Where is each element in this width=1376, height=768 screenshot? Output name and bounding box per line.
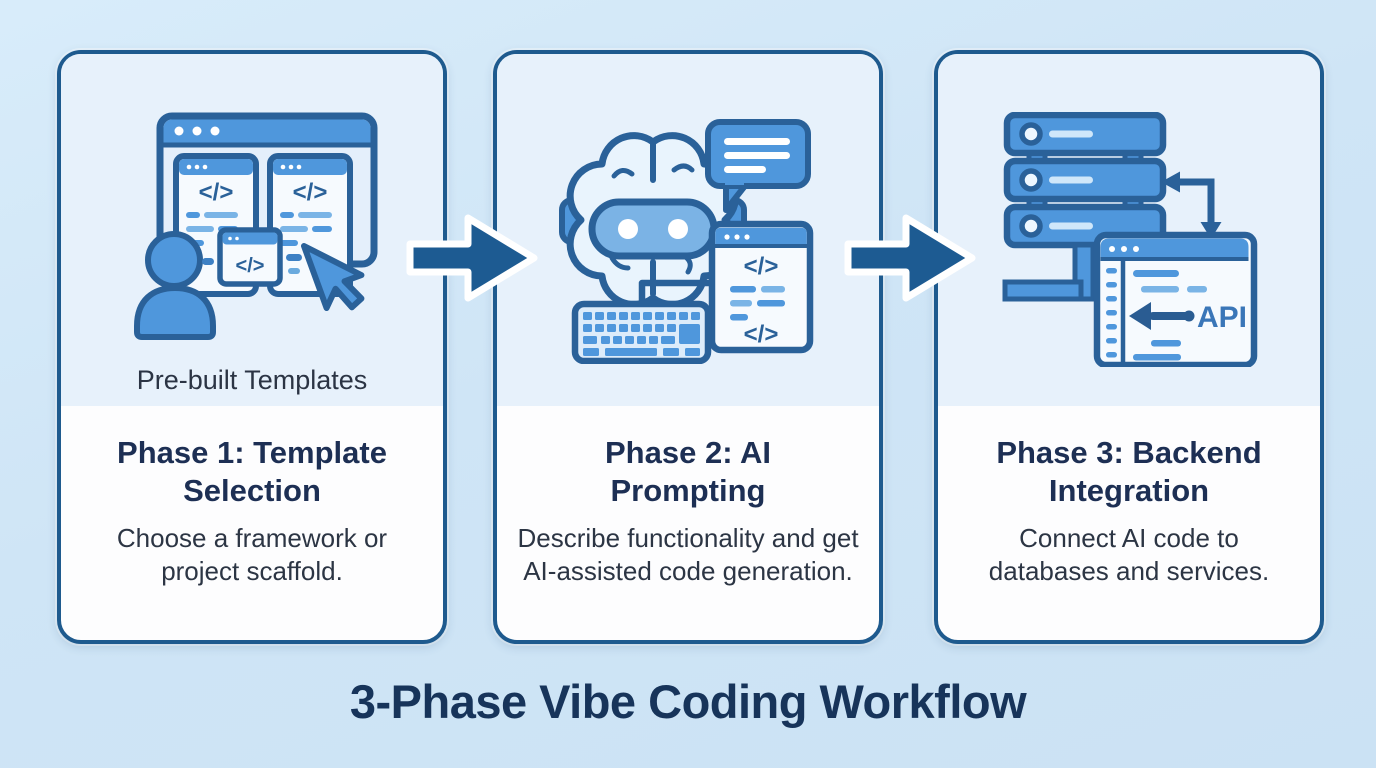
server-row bbox=[1003, 112, 1167, 157]
server-row bbox=[1003, 157, 1167, 203]
arrow-right-icon bbox=[844, 214, 976, 302]
api-window-icon: API bbox=[1093, 231, 1258, 367]
ai-prompting-icon: </> </> bbox=[559, 119, 814, 364]
server-stack-icon bbox=[1003, 112, 1167, 249]
keyboard-icon bbox=[571, 300, 712, 364]
phase-1-text-area: Phase 1: Template Selection Choose a fra… bbox=[61, 406, 443, 590]
code-glyph: </> bbox=[236, 255, 265, 277]
keyboard-keys bbox=[583, 312, 700, 356]
phase-1-caption: Pre-built Templates bbox=[136, 365, 368, 395]
chat-bubble-icon bbox=[705, 119, 811, 213]
phase-1-description: Choose a framework or project scaffold. bbox=[116, 522, 388, 587]
phase-3-text-area: Phase 3: Backend Integration Connect AI … bbox=[938, 406, 1320, 590]
phase-1-icon-area: </> </> bbox=[61, 54, 443, 406]
phase-2-text-area: Phase 2: AI Prompting Describe functiona… bbox=[497, 406, 879, 590]
code-lines bbox=[280, 212, 332, 246]
network-pipe-icon bbox=[1002, 242, 1096, 302]
sync-arrow-icon bbox=[1161, 171, 1222, 239]
user-icon bbox=[134, 231, 216, 340]
connector-dashes bbox=[202, 254, 302, 274]
code-window-icon: </> </> bbox=[708, 220, 814, 354]
phase-3-heading: Phase 3: Backend Integration bbox=[996, 435, 1262, 508]
mini-code-window-icon: </> bbox=[217, 227, 283, 287]
arrow-right-icon bbox=[406, 214, 538, 302]
cursor-icon bbox=[301, 243, 365, 312]
phase-3-description: Connect AI code to databases and service… bbox=[988, 522, 1270, 587]
phase-card-3: API Phase 3: Backend Integration Connect… bbox=[934, 50, 1324, 644]
backend-integration-icon: API bbox=[1002, 112, 1258, 367]
api-label: API bbox=[1197, 301, 1247, 334]
phase-2-description: Describe functionality and get AI-assist… bbox=[517, 522, 859, 587]
code-glyph: </> bbox=[744, 321, 779, 348]
phase-2-heading: Phase 2: AI Prompting bbox=[605, 435, 771, 508]
robot-eye-left bbox=[618, 219, 638, 239]
sidebar-dashes bbox=[1106, 268, 1117, 358]
code-lines bbox=[1133, 270, 1207, 361]
phase-card-1: </> </> bbox=[57, 50, 447, 644]
phase-2-icon-area: </> </> bbox=[497, 54, 879, 406]
page-title: 3-Phase Vibe Coding Workflow bbox=[349, 675, 1027, 728]
code-glyph: </> bbox=[199, 179, 234, 206]
phase-card-2: </> </> bbox=[493, 50, 883, 644]
left-arrow-icon bbox=[1129, 302, 1195, 330]
robot-eye-right bbox=[668, 219, 688, 239]
phase-1-heading: Phase 1: Template Selection bbox=[117, 435, 387, 508]
connector-line bbox=[638, 279, 712, 304]
code-lines bbox=[730, 286, 785, 321]
phase-3-icon-area: API bbox=[938, 54, 1320, 406]
code-glyph: </> bbox=[293, 179, 328, 206]
template-selection-icon: </> </> bbox=[134, 112, 378, 340]
code-glyph: </> bbox=[744, 253, 779, 280]
